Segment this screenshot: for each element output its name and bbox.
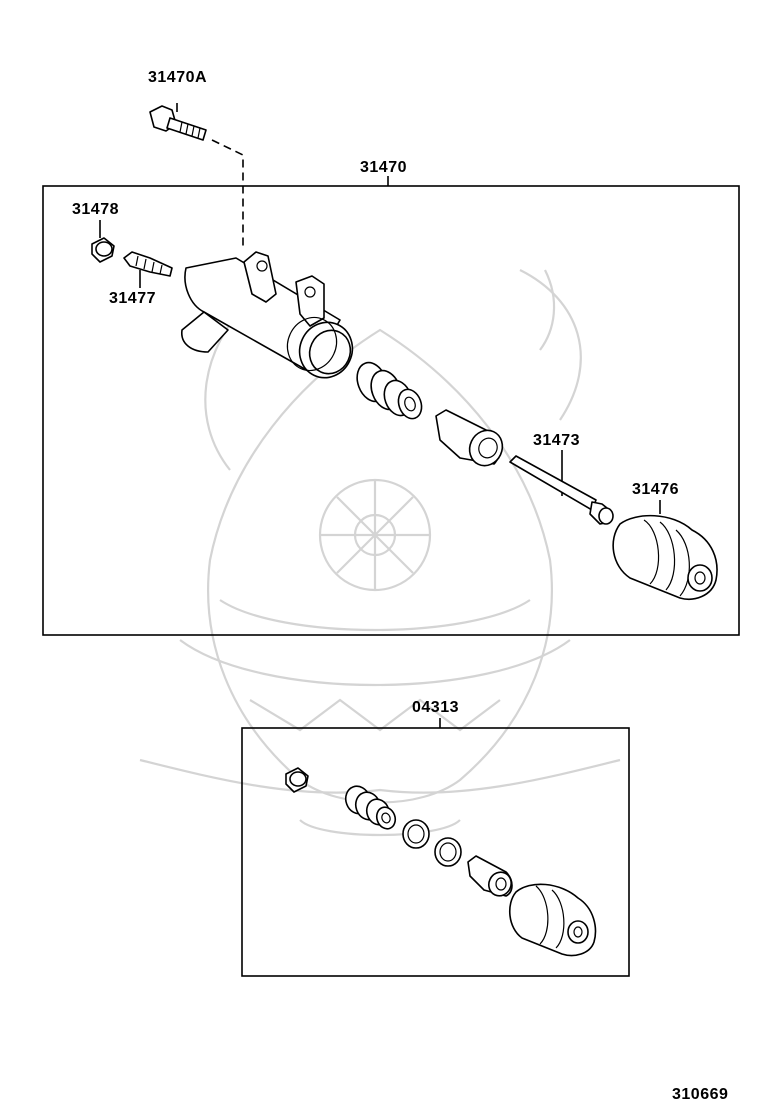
piston-part xyxy=(435,409,504,467)
assembly-box xyxy=(42,185,740,636)
assembly-label: 31470 xyxy=(360,159,407,176)
bleeder-plug-part xyxy=(123,251,173,288)
boot-label: 31476 xyxy=(632,481,679,498)
kit-cup-seal-part xyxy=(344,785,397,830)
bolt-part xyxy=(149,103,244,248)
cylinder-body-part xyxy=(181,251,354,379)
figure-number: 310669 xyxy=(672,1086,729,1103)
repair-kit-label: 04313 xyxy=(412,699,459,716)
watermark-logo xyxy=(139,269,621,837)
cup-seal-part xyxy=(356,361,423,420)
kit-piston-part xyxy=(467,855,513,897)
boot-part xyxy=(612,500,718,600)
kit-cap-part xyxy=(285,767,309,793)
push-rod-label: 31473 xyxy=(533,432,580,449)
bleeder-cap-part xyxy=(91,220,115,263)
kit-boot-part xyxy=(509,883,597,957)
repair-kit-box xyxy=(241,727,630,977)
bleeder-plug-label: 31477 xyxy=(109,290,156,307)
push-rod-part xyxy=(509,450,614,525)
kit-ring-part xyxy=(434,837,462,867)
kit-ring-part xyxy=(402,819,430,849)
bleeder-cap-label: 31478 xyxy=(72,201,119,218)
bolt-label: 31470A xyxy=(148,69,208,86)
